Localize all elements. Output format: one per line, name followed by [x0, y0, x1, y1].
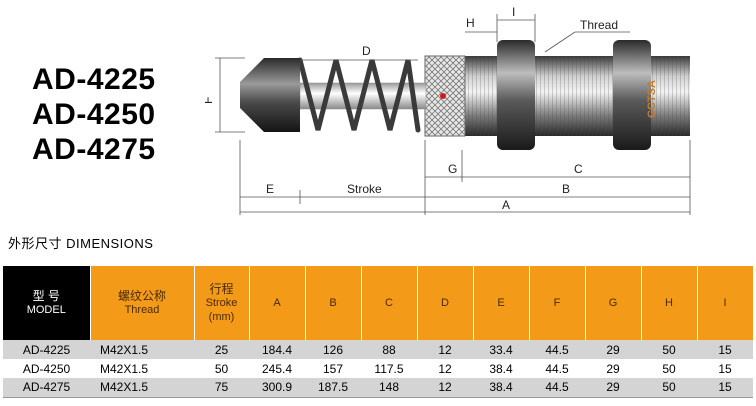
- marker-dot: [440, 93, 446, 99]
- header-col-a: A: [249, 266, 306, 340]
- cell-thread: M42X1.5: [90, 340, 194, 359]
- model-title-1: AD-4225: [32, 63, 156, 96]
- cell-b: 187.5: [305, 378, 361, 398]
- end-cap: [240, 58, 300, 132]
- cell-model: AD-4275: [3, 378, 90, 398]
- cell-model: AD-4250: [22, 361, 71, 376]
- cell-d: 12: [417, 340, 473, 359]
- cell-e: 33.4: [473, 340, 529, 359]
- cell-c: 88: [361, 340, 417, 359]
- model-title-2: AD-4250: [32, 98, 156, 131]
- cell-g: 29: [606, 361, 620, 376]
- label-d: D: [362, 44, 371, 58]
- header-col-c: C: [361, 266, 418, 340]
- left-nut: [497, 40, 535, 150]
- header-col-b: B: [305, 266, 362, 340]
- cell-g: 29: [585, 340, 641, 359]
- cell-a: 184.4: [249, 340, 305, 359]
- cell-g: 29: [585, 378, 641, 398]
- label-h: H: [466, 16, 475, 30]
- dimensions-heading: 外形尺寸 DIMENSIONS: [8, 236, 154, 251]
- cell-i: 15: [697, 378, 753, 398]
- cell-c: 117.5: [374, 361, 404, 376]
- label-g: G: [448, 162, 457, 176]
- spec-table: 型 号 MODEL 螺纹公称 Thread 行程 Stroke (mm) A B…: [3, 266, 754, 398]
- table-header-row: 型 号 MODEL 螺纹公称 Thread 行程 Stroke (mm) A B…: [3, 266, 754, 340]
- header-model-cn: 型 号: [32, 289, 60, 303]
- label-thread: Thread: [580, 18, 618, 32]
- cell-d: 12: [438, 361, 452, 376]
- header-stroke-unit: (mm): [208, 311, 235, 323]
- model-title-3: AD-4275: [32, 133, 156, 166]
- label-f: F: [205, 97, 215, 104]
- label-i: I: [512, 5, 515, 19]
- table-row: AD-4250 M42X1.5 50 245.4 157 117.5 12 38…: [3, 359, 753, 378]
- cell-model: AD-4225: [3, 340, 90, 359]
- cell-b: 157: [322, 361, 344, 376]
- right-nut: [613, 40, 651, 150]
- header-col-d: D: [417, 266, 474, 340]
- header-col-f: F: [529, 266, 586, 340]
- shock-absorber-drawing: CCTSA H I Thre: [205, 5, 691, 215]
- header-stroke-en: Stroke: [205, 297, 238, 309]
- cell-h: 50: [662, 361, 676, 376]
- header-model: 型 号 MODEL: [3, 266, 91, 340]
- dimension-lines: [215, 14, 691, 215]
- header-thread-en: Thread: [124, 304, 160, 316]
- cell-h: 50: [641, 378, 697, 398]
- cell-f: 44.5: [545, 361, 569, 376]
- cell-f: 44.5: [529, 340, 585, 359]
- header-thread-cn: 螺纹公称: [117, 289, 166, 303]
- cell-a: 300.9: [249, 378, 305, 398]
- header-stroke-cn: 行程: [209, 282, 234, 296]
- cell-thread: M42X1.5: [90, 378, 194, 398]
- cell-thread: M42X1.5: [100, 361, 149, 376]
- brand-mark: CCTSA: [646, 80, 658, 118]
- header-stroke: 行程 Stroke (mm): [194, 266, 250, 340]
- cell-d: 12: [417, 378, 473, 398]
- cell-c: 148: [361, 378, 417, 398]
- table-row: AD-4275 M42X1.5 75 300.9 187.5 148 12 38…: [3, 378, 753, 398]
- cell-stroke: 75: [194, 378, 249, 398]
- table-row: AD-4225 M42X1.5 25 184.4 126 88 12 33.4 …: [3, 340, 753, 359]
- label-e: E: [266, 182, 274, 196]
- return-spring: [297, 57, 421, 133]
- header-col-e: E: [473, 266, 530, 340]
- cell-i: 15: [718, 361, 732, 376]
- header-col-h: H: [641, 266, 698, 340]
- cell-e: 38.4: [489, 361, 513, 376]
- header-col-g: G: [585, 266, 642, 340]
- cell-a: 245.4: [261, 361, 293, 376]
- cell-b: 126: [305, 340, 361, 359]
- cell-f: 44.5: [529, 378, 585, 398]
- cell-stroke: 50: [214, 361, 229, 376]
- header-thread: 螺纹公称 Thread: [90, 266, 195, 340]
- header-model-en: MODEL: [26, 304, 66, 316]
- label-stroke: Stroke: [347, 182, 382, 196]
- cell-h: 50: [641, 340, 697, 359]
- header-col-i: I: [697, 266, 754, 340]
- cell-i: 15: [697, 340, 753, 359]
- cell-e: 38.4: [473, 378, 529, 398]
- label-b: B: [562, 182, 570, 196]
- cell-stroke: 25: [194, 340, 249, 359]
- label-c: C: [574, 162, 583, 176]
- label-a: A: [502, 198, 510, 212]
- model-list: AD-4225 AD-4250 AD-4275: [32, 62, 156, 167]
